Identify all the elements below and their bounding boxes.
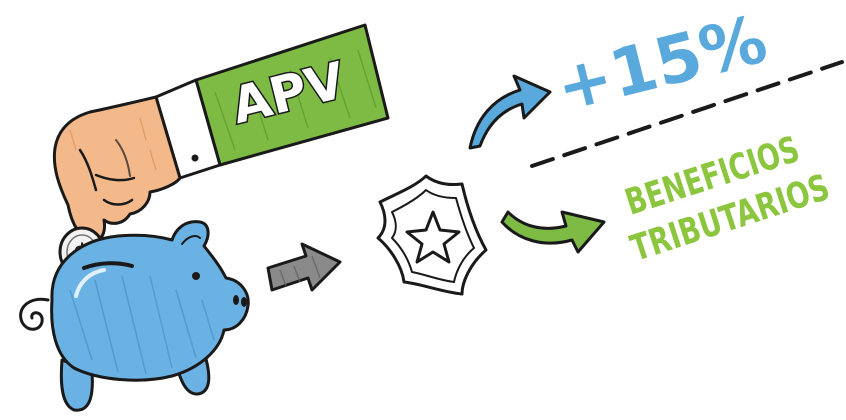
arrow-down-right-icon — [500, 210, 606, 254]
return-percentage-text: +15% — [549, 0, 775, 126]
arrow-up-right-icon — [468, 74, 552, 150]
dashed-divider — [530, 60, 844, 168]
hand-icon — [52, 23, 390, 242]
shield-star-icon — [376, 174, 488, 296]
arrow-right-icon — [266, 242, 342, 292]
piggy-bank-icon — [19, 220, 250, 412]
